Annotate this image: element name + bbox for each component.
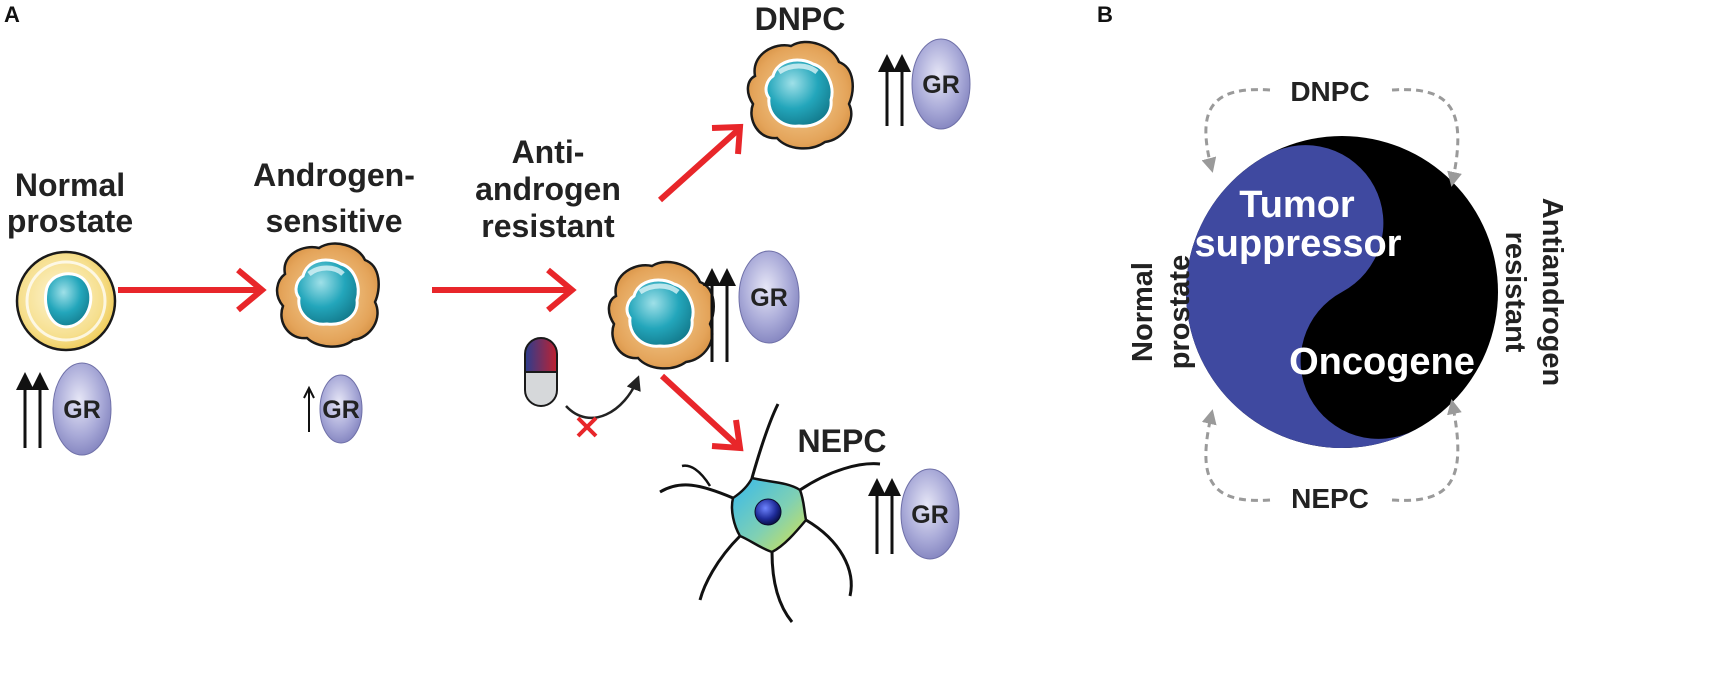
dashed-arrow-top-right [1391, 88, 1462, 187]
normal-prostate-label: Normal prostate [7, 167, 133, 239]
gr-receptor-oval [900, 468, 960, 560]
blocked-drug-arrow [565, 375, 641, 419]
gr-receptor-oval [738, 250, 800, 344]
sensitive-gr-indicator: GR [303, 374, 363, 444]
left-side-label: Normal prostate [1127, 255, 1196, 369]
tumor-suppressor-line1: Tumor [1239, 184, 1355, 226]
gr-label: GR [63, 396, 101, 424]
normal-label-line2: prostate [7, 203, 133, 239]
oncogene-label: Oncogene [1289, 341, 1475, 383]
resistant-label-line2: androgen [475, 171, 621, 207]
gr-label: GR [750, 284, 788, 312]
nepc-label: NEPC [798, 423, 887, 459]
blocked-x-mark [576, 416, 598, 438]
left-side-line2: prostate [1164, 255, 1196, 369]
left-side-line1: Normal [1127, 262, 1159, 362]
right-side-line2: resistant [1499, 232, 1531, 353]
dnpc-cell [746, 40, 854, 150]
resistant-label-line3: resistant [481, 208, 615, 244]
normal-prostate-cell [15, 250, 117, 352]
normal-gr-indicator: GR [16, 362, 112, 456]
dnpc-gr-indicator: GR [878, 38, 971, 130]
antiandrogen-resistant-label: Anti- androgen resistant [475, 134, 621, 244]
gr-label: GR [922, 71, 960, 99]
normal-label-line1: Normal [15, 167, 125, 203]
progression-arrow-to-nepc [659, 373, 744, 452]
panel-a-label: A [4, 2, 20, 27]
dashed-feedback-arrows [1201, 88, 1462, 502]
progression-arrow-2 [432, 267, 577, 313]
dashed-arrow-bottom-right [1391, 399, 1462, 502]
sensitive-label-line2: sensitive [266, 203, 403, 239]
gr-receptor-oval [319, 374, 363, 444]
antiandrogen-pill [524, 337, 558, 407]
sensitive-label-line1: Androgen- [253, 157, 415, 193]
dnpc-label: DNPC [755, 1, 846, 37]
right-side-label: Antiandrogen resistant [1499, 198, 1568, 387]
androgen-sensitive-label: Androgen- sensitive [253, 157, 415, 239]
top-state-label: DNPC [1290, 76, 1369, 107]
gr-receptor-oval [911, 38, 971, 130]
panel-b-label: B [1097, 2, 1113, 27]
dashed-arrow-top-left [1201, 88, 1271, 173]
antiandrogen-resistant-cell [607, 260, 715, 370]
gr-label: GR [322, 396, 360, 424]
tumor-suppressor-line2: suppressor [1195, 223, 1402, 265]
androgen-sensitive-cell [275, 242, 380, 348]
progression-arrow-1 [118, 267, 267, 313]
resistant-gr-indicator: GR [703, 250, 800, 362]
nepc-neuron-cell [659, 403, 881, 623]
yin-yang-symbol [1186, 136, 1498, 448]
dashed-arrow-bottom-left [1201, 409, 1271, 502]
resistant-label-line1: Anti- [512, 134, 585, 170]
nepc-gr-indicator: GR [868, 468, 960, 560]
gr-label: GR [911, 501, 949, 529]
bottom-state-label: NEPC [1291, 483, 1369, 514]
progression-arrow-to-dnpc [657, 123, 744, 203]
tumor-suppressor-region [1186, 145, 1416, 448]
right-side-line1: Antiandrogen [1536, 198, 1568, 387]
gr-receptor-oval [52, 362, 112, 456]
